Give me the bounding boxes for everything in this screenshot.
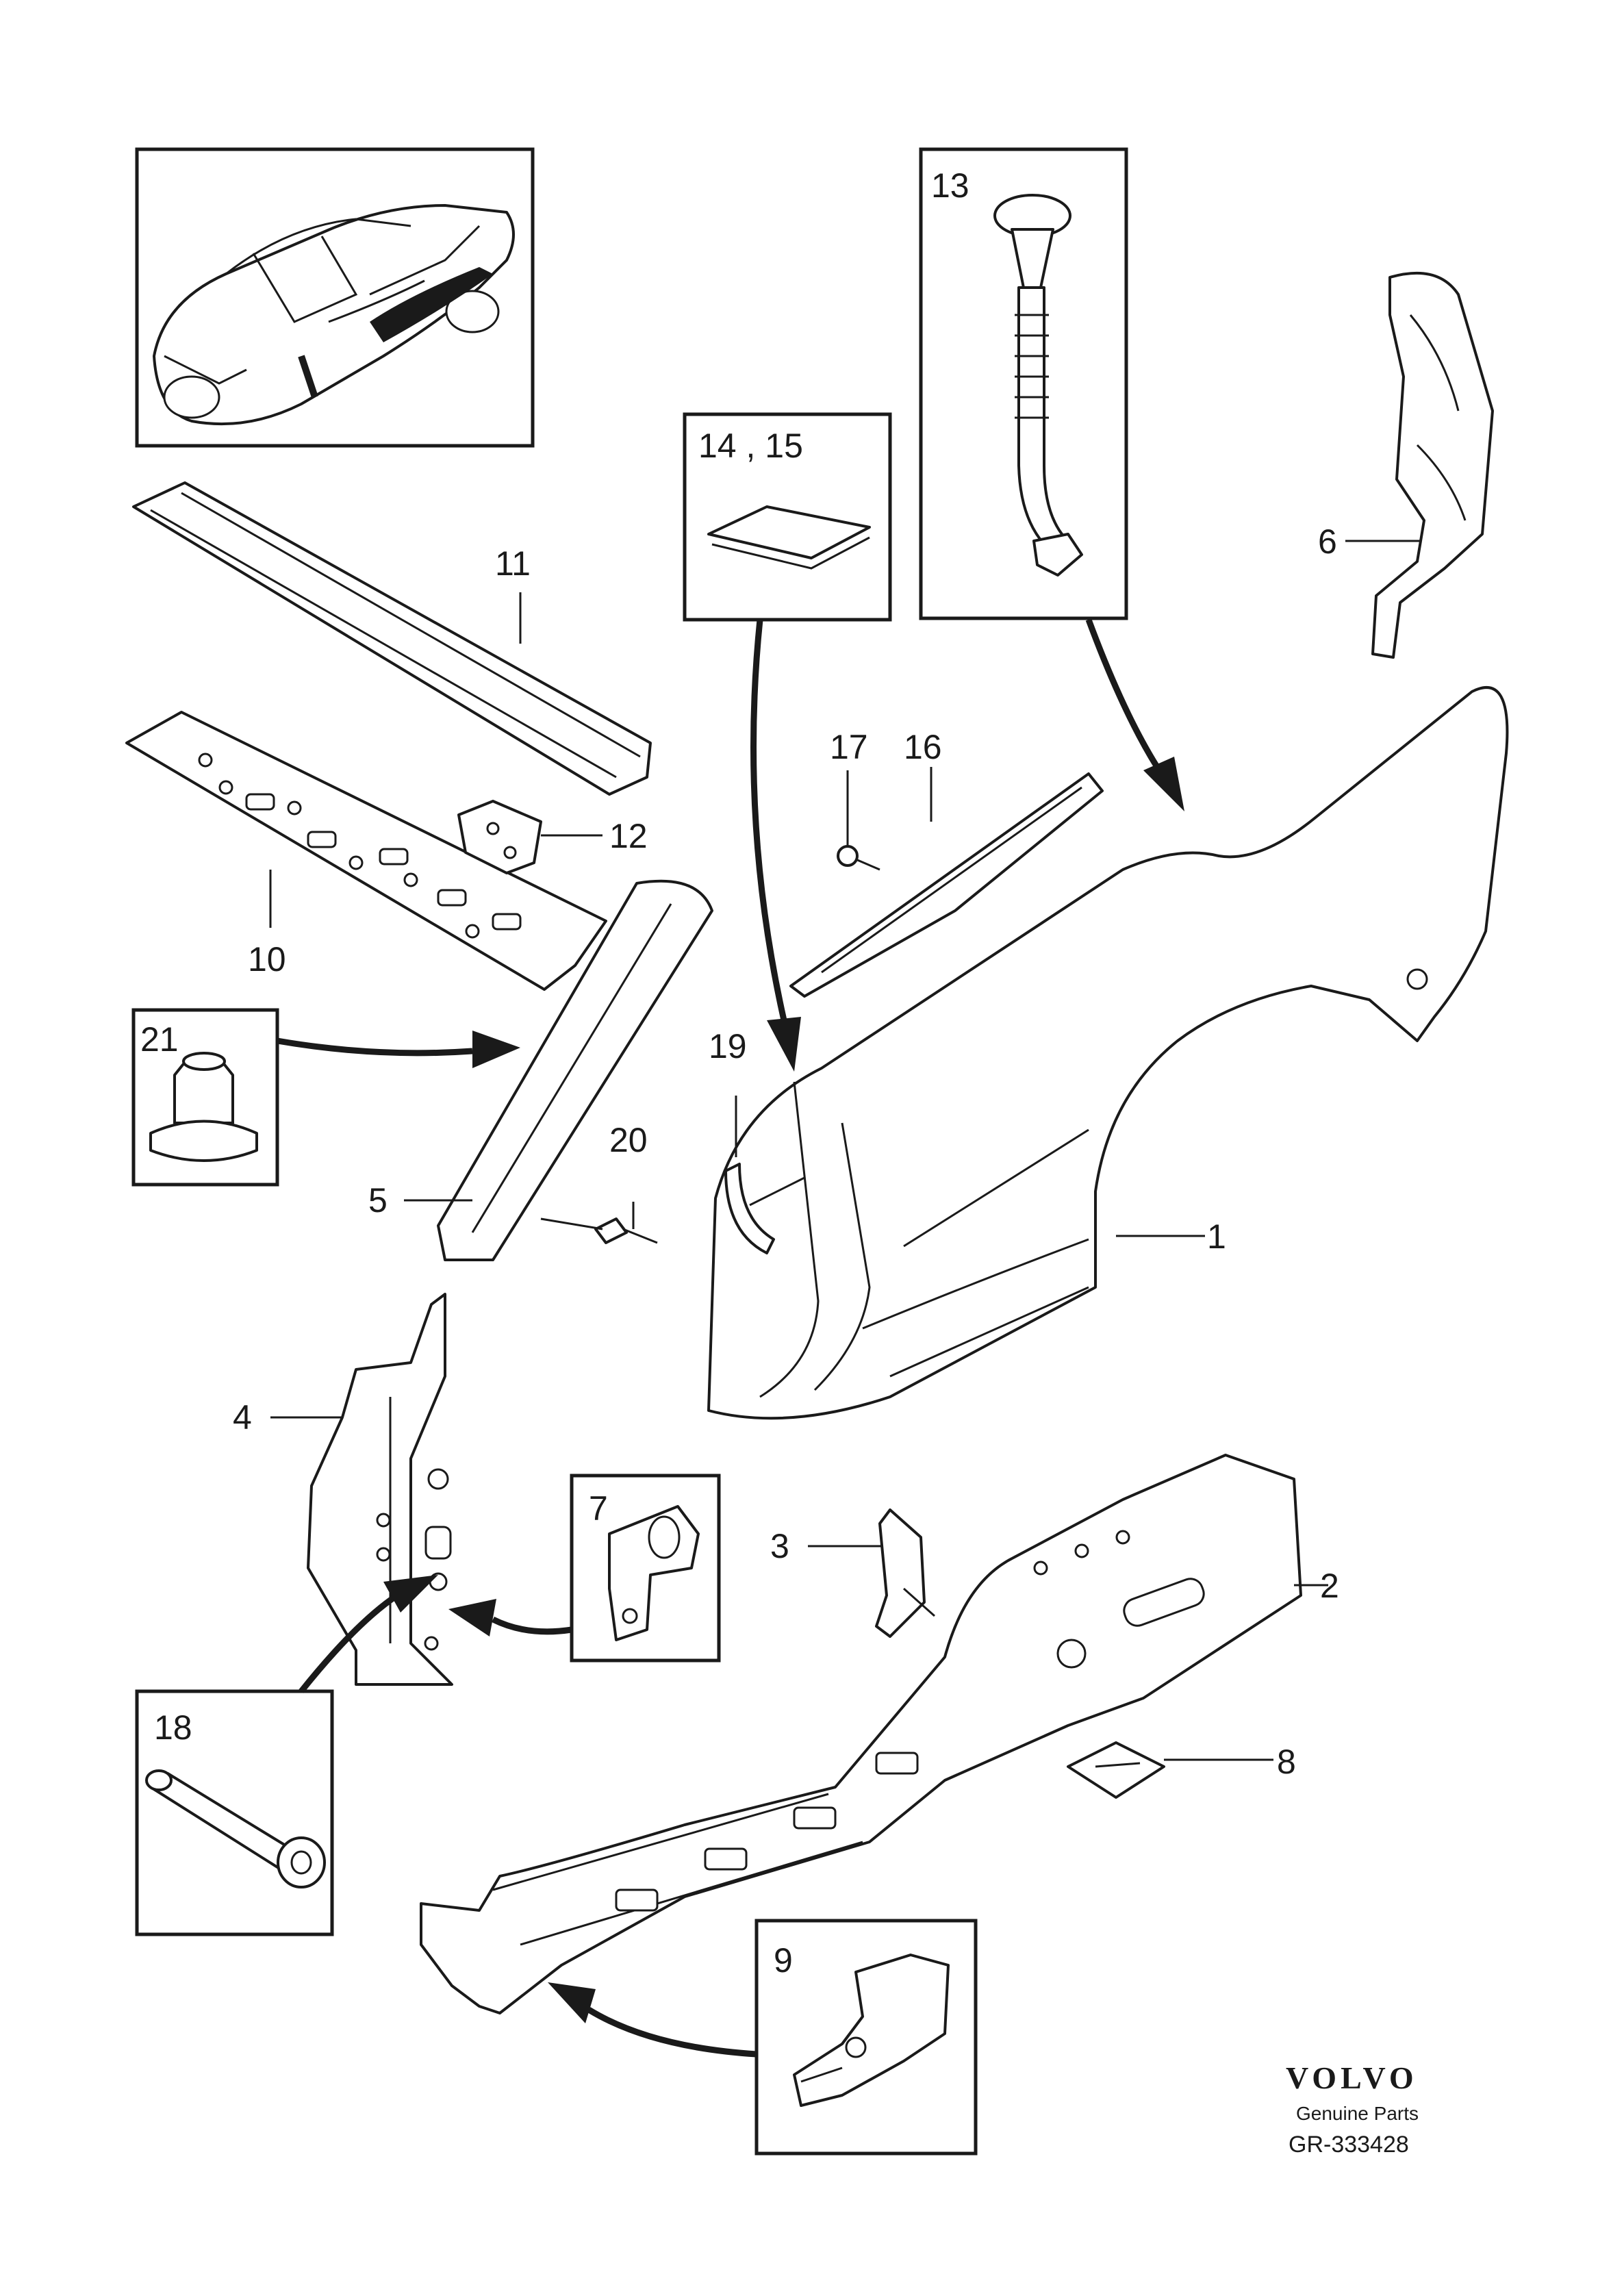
callout-9: 9 [774,1941,793,1980]
callout-20: 20 [609,1121,648,1159]
part-6-rear-bracket [1345,271,1494,659]
brand-logo-text: VOLVO [1286,2060,1418,2095]
callout-16: 16 [904,728,942,766]
part-10-header-panel [125,711,607,991]
callout-labels: 1 2 3 4 5 6 7 8 9 10 11 12 13 14 , 15 16… [140,166,1339,1980]
callout-7: 7 [589,1489,608,1528]
part-5-pillar [404,879,713,1261]
callout-11: 11 [495,544,531,583]
arrow-7-to-4 [448,1599,572,1637]
part-16-trim-strip [789,767,1104,998]
part-7-bracket-box [570,1474,721,1663]
callout-17: 17 [830,728,868,766]
part-9-bracket-box [754,1919,978,2156]
part-19-filler [724,1096,805,1254]
arrow-21-to-5 [277,1031,520,1068]
part-20-clip [540,1202,658,1244]
arrow-18-to-4 [299,1575,438,1693]
callout-21: 21 [140,1020,179,1059]
part-17-screw [837,770,880,871]
callout-13: 13 [931,166,969,205]
callout-8: 8 [1277,1743,1296,1781]
brand-block: VOLVO Genuine Parts GR-333428 [1286,2060,1419,2158]
part-18-bushing-box [135,1689,334,1936]
part-1-quarter-panel [707,686,1509,1420]
callout-4: 4 [233,1398,252,1437]
callout-5: 5 [368,1181,388,1220]
brand-tagline: Genuine Parts [1296,2103,1419,2124]
callout-18: 18 [154,1708,192,1747]
car-overview-thumbnail [135,147,535,448]
callout-6: 6 [1318,522,1337,561]
callout-1: 1 [1207,1217,1226,1256]
arrow-9-to-2 [548,1982,757,2058]
part-13-drain-hose-box [919,147,1128,620]
callout-10: 10 [248,940,286,978]
part-3-gusset [808,1508,935,1638]
part-21-rivet-nut-box [131,1008,279,1187]
part-4-pillar-inner [270,1293,453,1686]
part-8-clip [1067,1741,1273,1799]
diagram-reference: GR-333428 [1289,2132,1409,2158]
part-2-rocker-panel [420,1454,1328,2014]
callout-3: 3 [770,1527,789,1565]
part-11-header-trim [132,481,652,796]
callout-12: 12 [609,817,648,855]
part-14-15-pad-box [683,412,892,622]
callout-2: 2 [1320,1567,1339,1605]
arrow-13-to-1 [1085,618,1184,811]
arrow-14-15-to-1 [750,619,801,1072]
callout-14-15: 14 , 15 [698,427,803,465]
callout-19: 19 [709,1027,747,1065]
part-12-bracket [457,800,602,874]
